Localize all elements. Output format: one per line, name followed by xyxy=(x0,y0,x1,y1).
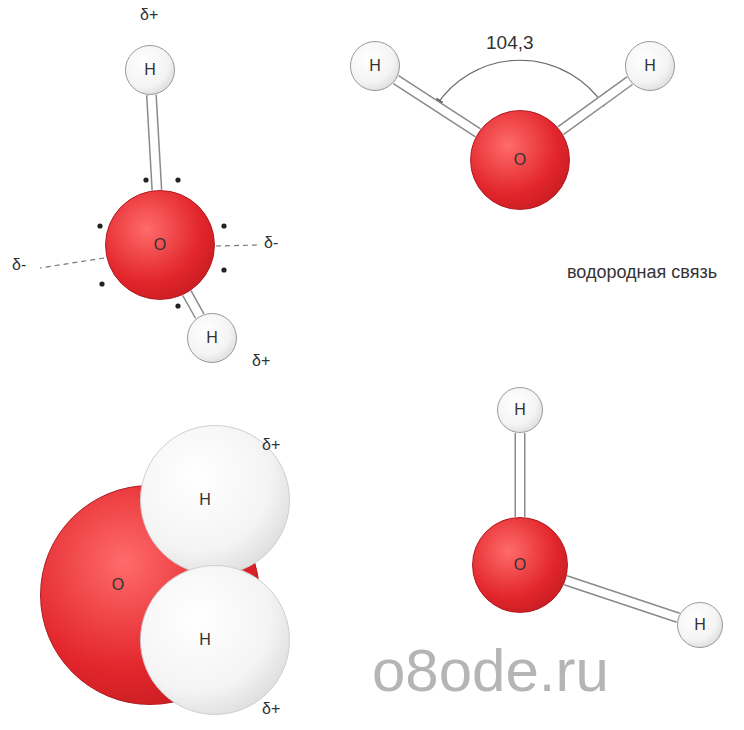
angle-arc xyxy=(436,60,604,106)
bond-outline xyxy=(561,81,630,131)
charge-leader xyxy=(216,245,258,246)
covalent-bond xyxy=(561,81,630,131)
partial-charge: δ+ xyxy=(140,6,158,24)
bond-outline xyxy=(396,80,478,133)
bond-angle: 104,3 xyxy=(486,32,534,54)
bond-outline xyxy=(515,433,526,517)
atom-symbol: H xyxy=(644,58,656,74)
partial-charge: δ+ xyxy=(262,436,280,454)
atom: O xyxy=(105,190,215,300)
atom: H xyxy=(350,41,400,91)
atom-symbol: O xyxy=(514,557,526,573)
partial-charge: δ- xyxy=(12,256,26,274)
covalent-bond xyxy=(520,433,521,517)
atom-symbol: H xyxy=(694,617,706,633)
hydrogen-bond-stripes xyxy=(503,220,537,375)
atom: H xyxy=(677,602,723,648)
atom: O xyxy=(472,517,568,613)
hydrogen-bond-line xyxy=(520,220,521,375)
bond-stick xyxy=(561,81,630,131)
covalent-bond xyxy=(151,95,156,190)
bond-outline xyxy=(151,95,156,190)
atom: H xyxy=(625,41,675,91)
atom: H xyxy=(125,45,175,95)
atom: H xyxy=(187,313,237,363)
watermark: o8ode.ru xyxy=(372,636,609,705)
atom-symbol: H xyxy=(206,330,218,346)
bond-stick xyxy=(566,580,679,618)
atom-symbol: O xyxy=(154,237,166,253)
atom-symbol: H xyxy=(199,632,211,648)
atom-symbol: H xyxy=(144,62,156,78)
covalent-bond xyxy=(187,293,200,316)
atom-symbol: H xyxy=(514,402,526,418)
bond-outline xyxy=(566,580,679,618)
lone-pair-dots xyxy=(97,177,226,308)
atom-symbol: O xyxy=(112,577,124,593)
partial-charge: δ+ xyxy=(252,352,270,370)
bond-stick xyxy=(516,433,524,517)
partial-charge: δ+ xyxy=(262,700,280,718)
atom-symbol: O xyxy=(514,152,526,168)
atom-symbol: H xyxy=(199,492,211,508)
bond-caption: водородная связь xyxy=(562,262,722,283)
atom: H xyxy=(497,387,543,433)
partial-charge: δ- xyxy=(264,234,278,252)
atom: H xyxy=(140,565,290,715)
bond-outline xyxy=(187,293,200,316)
hydrogen-bond xyxy=(520,220,521,375)
bond-stick xyxy=(396,80,478,133)
atom: O xyxy=(470,110,570,210)
charge-leader xyxy=(40,258,104,268)
bond-stick xyxy=(151,95,156,190)
covalent-bond xyxy=(566,580,679,618)
covalent-bond xyxy=(396,80,478,133)
bond-stick xyxy=(187,293,200,316)
atom-symbol: H xyxy=(369,58,381,74)
